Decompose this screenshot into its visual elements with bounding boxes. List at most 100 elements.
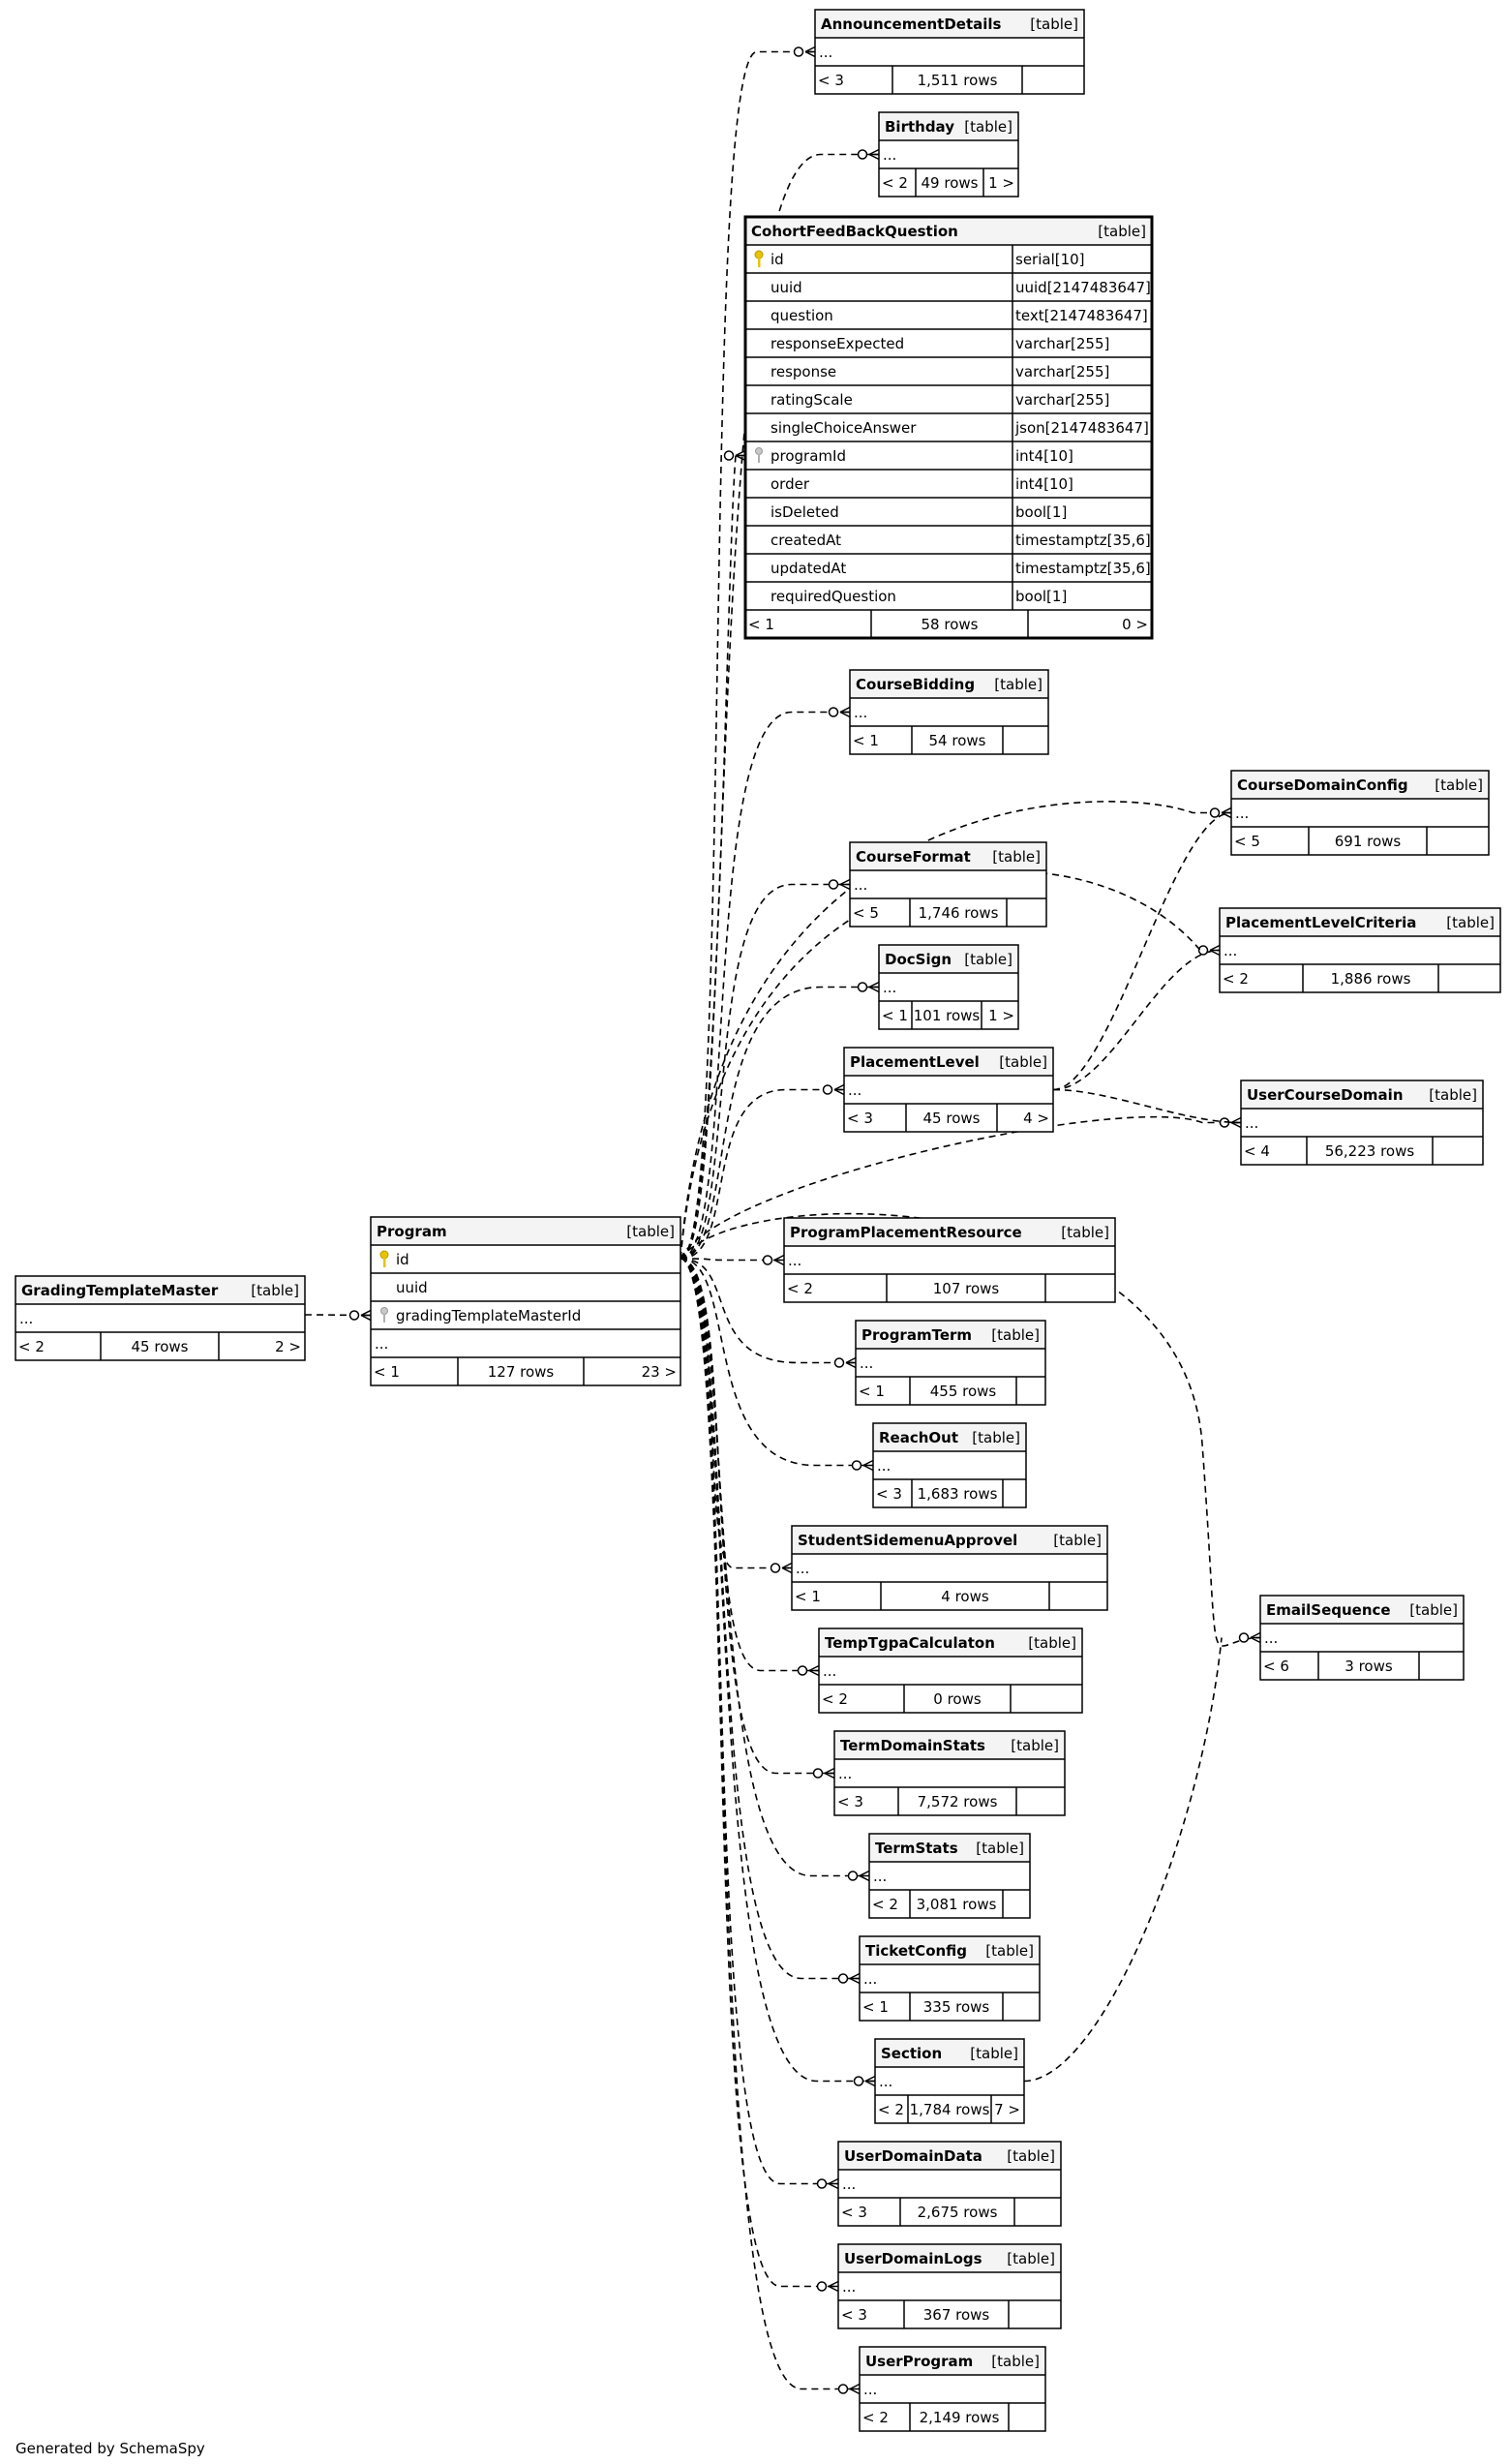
children-count: 0 > [1122, 616, 1148, 633]
table-header [869, 1834, 1030, 1862]
table-header [873, 1423, 1026, 1451]
table-header [856, 1321, 1045, 1349]
many-end-marker [822, 1083, 845, 1096]
column-name: isDeleted [771, 503, 839, 521]
row-count: 58 rows [922, 616, 979, 633]
row-count: 335 rows [923, 1998, 990, 2016]
column-name: responseExpected [771, 335, 904, 352]
relationship-edge [1023, 1637, 1223, 2083]
many-end-marker [812, 1767, 835, 1780]
primary-key-icon [379, 1250, 389, 1267]
row-count: 45 rows [132, 1338, 189, 1355]
row-count: 2,675 rows [918, 2204, 998, 2221]
relationship-edge [680, 1088, 844, 1260]
many-end-marker [816, 2177, 839, 2190]
many-end-marker [793, 46, 816, 58]
many-end-marker [1209, 806, 1232, 819]
many-end-marker [857, 981, 880, 993]
column-type: varchar[255] [1015, 363, 1109, 380]
table-name: DocSign [885, 951, 952, 968]
table-tag: [table] [1007, 2250, 1055, 2267]
table-name: EmailSequence [1266, 1601, 1391, 1619]
more-columns: ... [375, 1335, 388, 1353]
relationship-edge [1052, 811, 1232, 1091]
row-count: 45 rows [923, 1110, 981, 1127]
column-name: createdAt [771, 532, 841, 549]
column-type: timestamptz[35,6] [1015, 532, 1151, 549]
column-name: id [396, 1251, 409, 1268]
table-header [1260, 1596, 1464, 1624]
primary-key-icon [754, 250, 764, 267]
table-tag: [table] [999, 1053, 1047, 1071]
more-columns: ... [848, 1081, 861, 1099]
table-name: Program [377, 1223, 447, 1240]
more-columns: ... [842, 2175, 856, 2193]
children-count: 4 > [1023, 1110, 1049, 1127]
table-name: ProgramPlacementResource [790, 1224, 1022, 1241]
relationship-edge [680, 1258, 875, 2083]
table-tag: [table] [985, 1942, 1034, 1960]
parents-count: < 6 [1263, 1658, 1289, 1675]
relationship-edge [680, 153, 879, 1260]
many-end-marker [828, 878, 851, 891]
many-end-marker [847, 1870, 870, 1882]
column-name: programId [771, 447, 846, 465]
parents-count: < 3 [847, 1110, 873, 1127]
table-name: PlacementLevel [850, 1053, 980, 1071]
relationship-edge [680, 986, 879, 1260]
table-tag: [table] [972, 1429, 1020, 1446]
table-header [15, 1276, 305, 1304]
column-name: updatedAt [771, 560, 846, 577]
children-count: 7 > [994, 2101, 1020, 2118]
table-header [1220, 908, 1500, 936]
column-name: uuid [771, 279, 802, 296]
table-name: UserDomainLogs [844, 2250, 982, 2267]
column-name: order [771, 475, 810, 493]
table-name: Section [881, 2045, 942, 2062]
table-name: PlacementLevelCriteria [1225, 914, 1416, 931]
column-name: gradingTemplateMasterId [396, 1307, 581, 1324]
table-placementlevel[interactable]: PlacementLevel [table]... < 3 45 rows 4 > [843, 1047, 1054, 1133]
more-columns: ... [842, 2278, 856, 2296]
table-header [860, 2347, 1045, 2375]
table-tag: [table] [1011, 1737, 1059, 1754]
column-name: uuid [396, 1279, 428, 1296]
column-type: varchar[255] [1015, 391, 1109, 409]
row-count: 691 rows [1335, 833, 1402, 850]
table-name: TermDomainStats [840, 1737, 985, 1754]
table-program[interactable]: Program[table]iduuidgradingTemplateMaste… [370, 1216, 681, 1386]
table-name: UserProgram [865, 2353, 973, 2370]
table-header [875, 2039, 1024, 2067]
table-header [850, 670, 1048, 698]
more-columns: ... [819, 44, 832, 61]
column-name: id [771, 251, 784, 268]
table-name: TermStats [875, 1840, 958, 1857]
parents-count: < 2 [878, 2101, 904, 2118]
more-columns: ... [863, 1970, 877, 1988]
